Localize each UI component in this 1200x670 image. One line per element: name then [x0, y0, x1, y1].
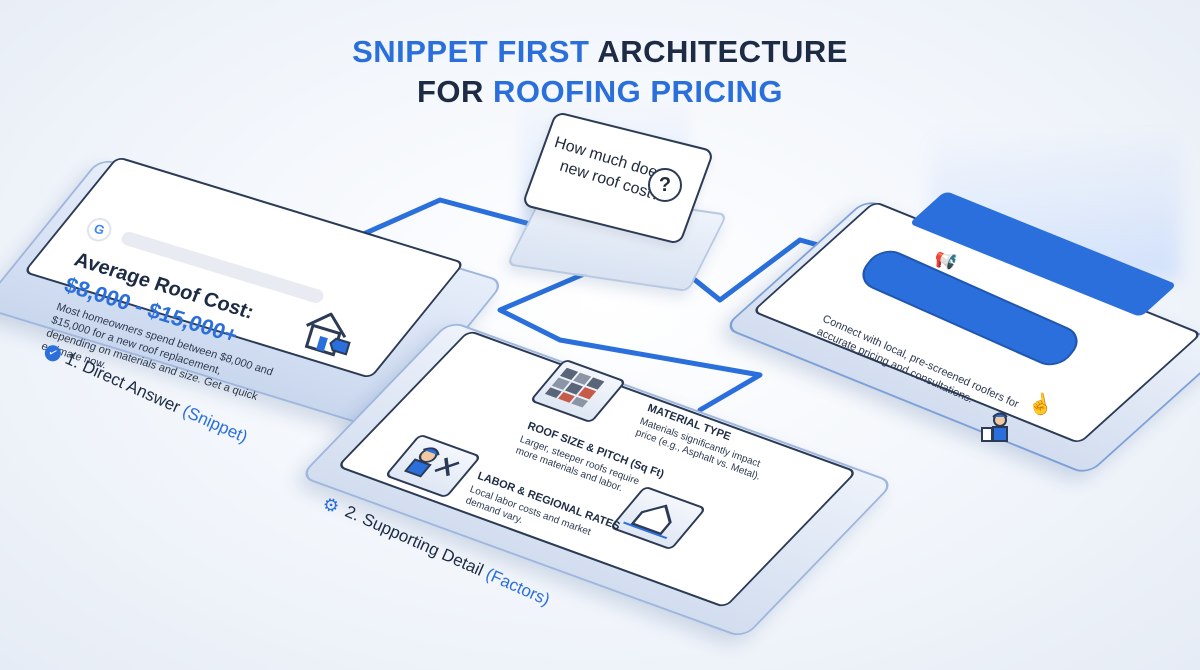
- house-price-tag-icon: [304, 312, 351, 357]
- title-rest: ARCHITECTURE: [589, 34, 848, 69]
- worker-tools-graphic: [403, 447, 460, 478]
- title-highlight: SNIPPET FIRST: [352, 34, 590, 69]
- connector-question-to-snippet: [347, 197, 563, 243]
- shingles-graphic: [544, 367, 605, 408]
- title-prefix: FOR: [416, 74, 494, 109]
- worker-tools-icon: [384, 433, 482, 499]
- title-highlight-2: ROOFING PRICING: [493, 74, 783, 109]
- worker-clipboard-icon: [981, 412, 1008, 442]
- page-title-line-1: SNIPPET FIRST ARCHITECTURE: [0, 34, 1200, 70]
- question-mark-icon: ?: [648, 168, 682, 202]
- shingles-icon: [529, 358, 627, 424]
- page-title-line-2: FOR ROOFING PRICING: [0, 74, 1200, 110]
- cursor-hand-icon: ☝: [1026, 391, 1055, 418]
- house-measure-icon: [609, 485, 707, 551]
- house-measure-graphic: [622, 504, 672, 540]
- connector-question-to-factors: [497, 265, 763, 413]
